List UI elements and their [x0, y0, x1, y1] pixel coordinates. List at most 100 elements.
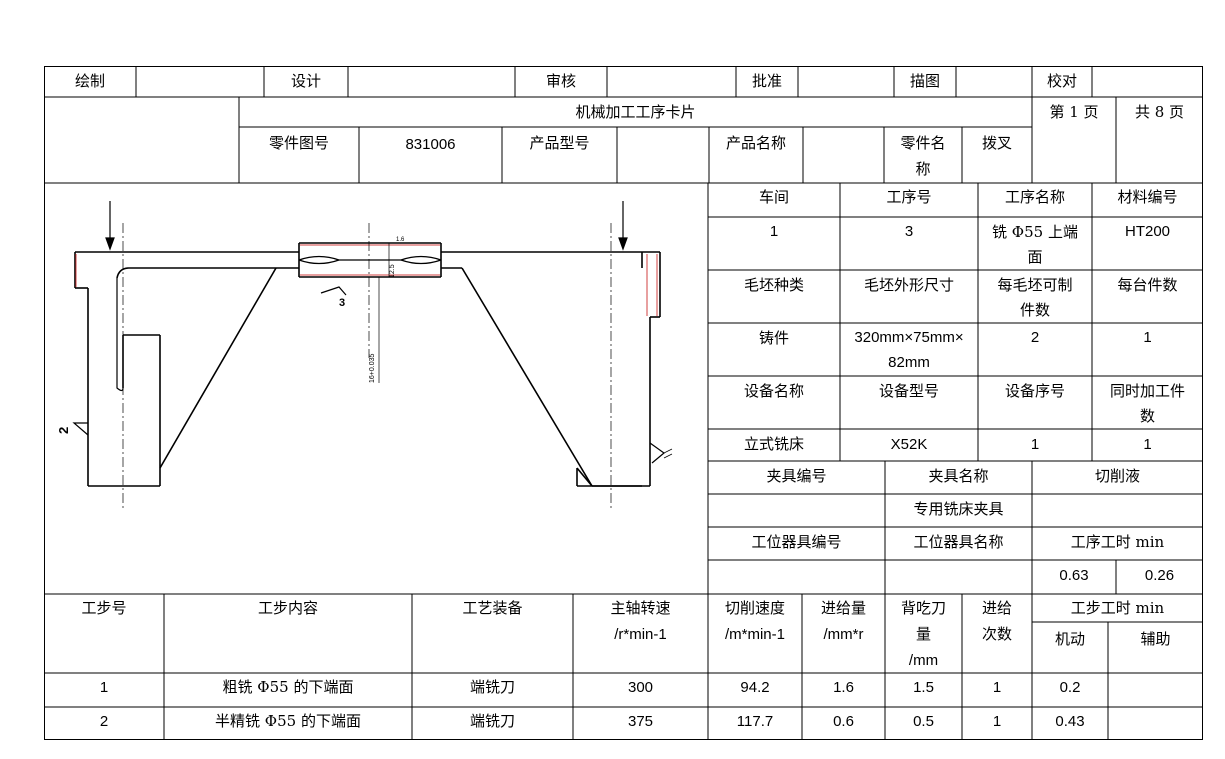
step-1-depth: 1.5 — [913, 679, 934, 696]
material: HT200 — [1124, 223, 1171, 240]
blank-size-label: 毛坯外形尺寸 — [863, 276, 954, 294]
draw-label: 绘制 — [74, 72, 105, 90]
step-time-header: 工步工时 min — [1070, 599, 1165, 617]
review-label: 审核 — [545, 72, 576, 90]
station-tool-no-label: 工位器具编号 — [751, 533, 842, 551]
part-outline — [74, 242, 661, 487]
roughness-mark-left: 2 — [56, 427, 71, 434]
step-1-speed: 94.2 — [740, 679, 770, 696]
coolant-label: 切削液 — [1094, 467, 1140, 485]
check-label: 校对 — [1046, 72, 1077, 90]
card-title: 机械加工工序卡片 — [575, 103, 696, 121]
equip-model: X52K — [890, 436, 928, 453]
step-2-machine: 0.43 — [1055, 713, 1085, 730]
step-1-spindle: 300 — [627, 679, 654, 696]
step-2-spindle: 375 — [627, 713, 654, 730]
blank-type: 铸件 — [758, 329, 789, 347]
spindle-header: 主轴转速 — [610, 599, 671, 617]
step-2-feed: 0.6 — [833, 713, 854, 730]
equip-name-label: 设备名称 — [743, 382, 804, 400]
machine-time-header: 机动 — [1054, 630, 1085, 648]
op-no: 3 — [904, 223, 914, 240]
center-lines — [122, 223, 612, 508]
step-1-content: 粗铣 Φ55 的下端面 — [222, 678, 354, 696]
fixture-name: 专用铣床夹具 — [913, 500, 1004, 518]
equip-name: 立式铣床 — [743, 435, 804, 453]
speed-unit: /m*min-1 — [724, 626, 785, 643]
part-drawing: 2 3 16+0.035 12.5 1.6 — [56, 201, 673, 508]
step-2-tool: 端铣刀 — [469, 712, 515, 730]
part-name: 拨叉 — [981, 134, 1012, 152]
blank-size-line2: 82mm — [888, 354, 930, 371]
equip-no: 1 — [1030, 436, 1040, 453]
dimension-text: 16+0.035 — [369, 354, 376, 383]
speed-header: 切削速度 — [724, 599, 785, 617]
clamp-arrows — [105, 201, 628, 251]
feed-header: 进给量 — [820, 599, 866, 617]
per-blank-label-line2: 件数 — [1019, 301, 1050, 319]
part-drawing-no-label: 零件图号 — [268, 134, 329, 152]
depth-header-line2: 量 — [915, 625, 931, 643]
fixture-no-label: 夹具编号 — [766, 467, 827, 485]
step-2-passes: 1 — [992, 713, 1002, 730]
design-label: 设计 — [290, 72, 321, 90]
workshop: 1 — [769, 223, 779, 240]
depth-unit: /mm — [908, 652, 939, 669]
fixture-name-label: 夹具名称 — [928, 467, 989, 485]
material-label: 材料编号 — [1117, 188, 1178, 206]
station-tool-name-label: 工位器具名称 — [913, 533, 1004, 551]
op-time-label: 工序工时 min — [1070, 533, 1165, 551]
step-2-depth: 0.5 — [913, 713, 934, 730]
op-name-line2: 面 — [1027, 248, 1043, 266]
step-no-header: 工步号 — [81, 599, 127, 617]
step-2-content: 半精铣 Φ55 的下端面 — [215, 712, 361, 730]
dimension-text-2: 12.5 — [389, 264, 396, 278]
part-name-label-line2: 称 — [915, 160, 931, 178]
step-1-passes: 1 — [992, 679, 1002, 696]
simul: 1 — [1143, 436, 1152, 453]
table-grid — [44, 66, 1203, 740]
part-name-label: 零件名 — [900, 134, 946, 152]
op-name: 铣 Φ55 上端 — [992, 223, 1078, 241]
process-card: 绘制 设计 审核 批准 描图 校对 机械加工工序卡片 第 1 页 共 8 页 零… — [44, 66, 1203, 740]
step-content-header: 工步内容 — [257, 599, 318, 617]
machined-surface-marks — [75, 244, 658, 316]
passes-header: 进给 — [981, 599, 1012, 617]
dimension-lines — [378, 243, 673, 459]
part-drawing-no: 831006 — [405, 136, 456, 153]
feed-unit: /mm*r — [823, 626, 864, 643]
op-time-aux: 0.26 — [1144, 567, 1175, 584]
per-blank-label: 每毛坯可制 — [997, 276, 1073, 294]
roughness-mark-center: 3 — [339, 297, 345, 309]
blank-type-label: 毛坯种类 — [743, 276, 804, 294]
simul-label-line2: 数 — [1139, 407, 1155, 425]
aux-time-header: 辅助 — [1140, 630, 1171, 648]
depth-header: 背吃刀 — [900, 599, 946, 617]
passes-header-line2: 次数 — [981, 625, 1012, 643]
step-2-no: 2 — [99, 713, 109, 730]
trace-label: 描图 — [909, 72, 940, 90]
per-unit-label: 每台件数 — [1117, 276, 1178, 294]
workshop-label: 车间 — [758, 188, 789, 206]
step-1-no: 1 — [99, 679, 109, 696]
page-total: 共 8 页 — [1134, 103, 1185, 121]
roughness-top: 1.6 — [396, 237, 405, 243]
product-name-label: 产品名称 — [725, 134, 786, 152]
op-name-label: 工序名称 — [1004, 188, 1065, 206]
approve-label: 批准 — [751, 72, 782, 90]
simul-label: 同时加工件 — [1109, 382, 1185, 400]
step-1-feed: 1.6 — [833, 679, 854, 696]
blank-size: 320mm×75mm× — [854, 329, 964, 346]
op-no-label: 工序号 — [886, 188, 932, 206]
per-blank: 2 — [1030, 329, 1040, 346]
op-time-machine: 0.63 — [1059, 567, 1089, 584]
step-2-speed: 117.7 — [736, 713, 774, 730]
step-1-machine: 0.2 — [1059, 679, 1081, 696]
product-model-label: 产品型号 — [529, 134, 590, 152]
equipment-header: 工艺装备 — [462, 599, 523, 617]
spindle-unit: /r*min-1 — [614, 626, 667, 643]
equip-no-label: 设备序号 — [1004, 382, 1065, 400]
equip-model-label: 设备型号 — [878, 382, 939, 400]
step-1-tool: 端铣刀 — [469, 678, 515, 696]
page-current: 第 1 页 — [1049, 103, 1099, 121]
